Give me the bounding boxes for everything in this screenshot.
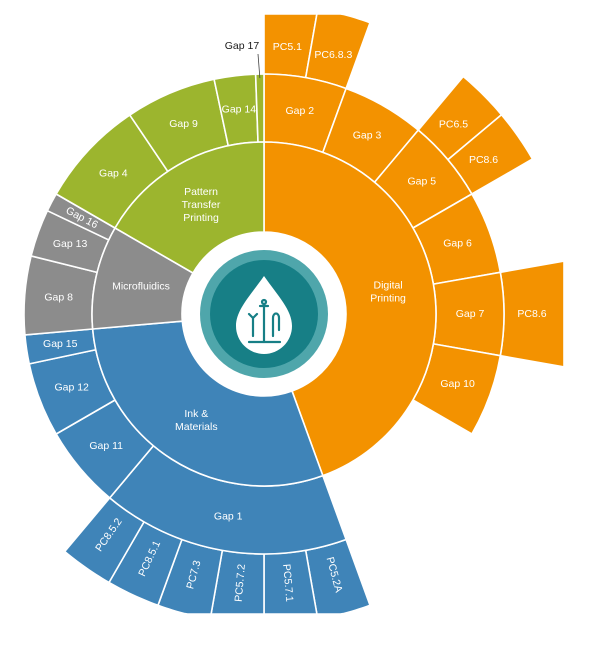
gap-label-gap-7: Gap 7 [456,308,485,320]
gap-label-gap-8: Gap 8 [44,292,73,304]
gap-label-gap-1: Gap 1 [214,511,243,523]
category-label-ink-materials: Ink &Materials [175,408,218,433]
gap-label-gap-15: Gap 15 [43,338,78,350]
gap-label-gap-9: Gap 9 [169,118,198,130]
outer-ring [63,13,565,615]
gap-label-gap-5: Gap 5 [408,175,437,187]
gap-gap-17 [254,73,265,143]
gap-label-gap-11: Gap 11 [89,440,123,452]
inner-ring [91,141,437,487]
gap-label-gap-6: Gap 6 [443,237,472,249]
gap-label-gap-4: Gap 4 [99,167,128,179]
gap-label-gap-12: Gap 12 [54,382,89,394]
leaf-label-pc8-6: PC8.6 [469,154,498,166]
gap-label-gap-2: Gap 2 [285,105,314,117]
category-label-microfluidics: Microfluidics [112,281,170,293]
leaf-label-pc5-7-1: PC5.7.1 [280,564,295,603]
gap-label-gap-17: Gap 17 [225,40,260,52]
leaf-label-pc5-7-2: PC5.7.2 [233,563,248,602]
gap-label-gap-14: Gap 14 [222,103,257,115]
leaf-label-pc6-5: PC6.5 [439,118,468,130]
gap-17-leader-line [257,53,261,79]
gap-label-gap-10: Gap 10 [440,378,475,390]
gap-label-gap-13: Gap 13 [53,238,88,250]
middle-ring [23,73,505,555]
leaf-label-pc5-1: PC5.1 [273,41,302,53]
inkjet-droplet-logo-icon [200,250,328,378]
leaf-label-pc8-6: PC8.6 [517,308,546,320]
gap-label-gap-3: Gap 3 [353,129,382,141]
leaf-label-pc6-8-3: PC6.8.3 [314,49,352,61]
